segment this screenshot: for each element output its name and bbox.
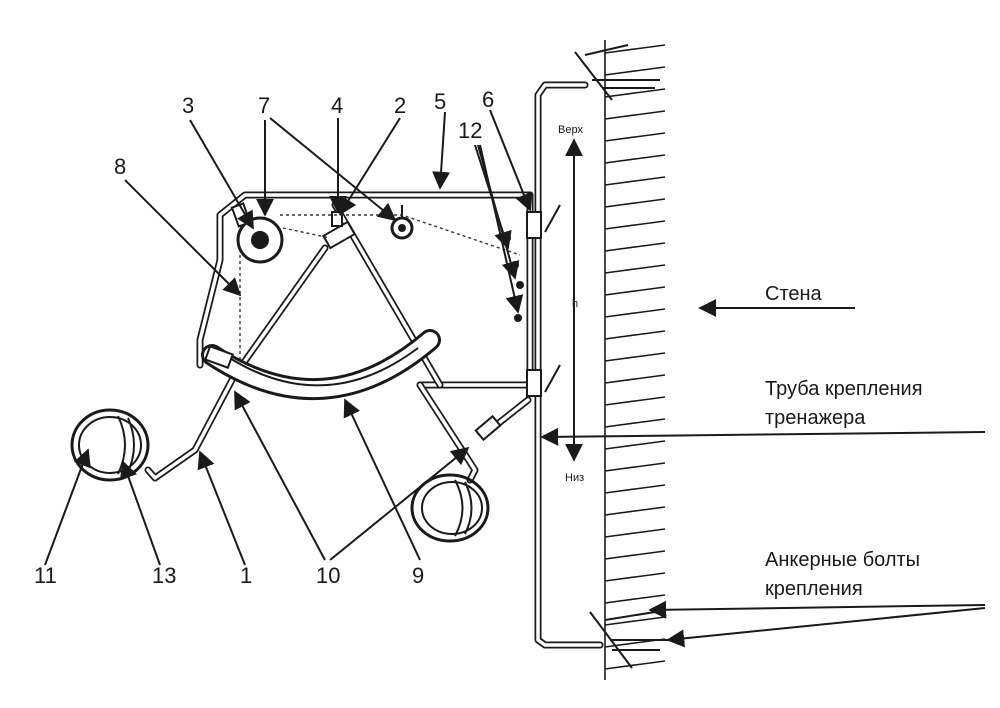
wall-hatching [604,44,666,670]
callout-numbers: 3 7 4 2 5 6 12 8 11 13 1 10 9 [34,87,494,588]
bottom-label: Низ [565,472,584,484]
wall-hatch-line [604,374,666,384]
wall-hatch-line [604,484,666,494]
wall-hatch-line [604,198,666,208]
wall-hatch-line [604,88,666,98]
wall-hatch-line [604,44,666,54]
spring-right [410,473,490,543]
wall-hatch-line [604,132,666,142]
wall-hatch-line [604,462,666,472]
clamp-lower [526,364,561,397]
mounting-tube [534,81,604,649]
wall-hatch-line [604,264,666,274]
wall-hatch-line [604,176,666,186]
wall-hatch-line [604,660,666,670]
callout-8: 8 [114,154,126,179]
callout-5: 5 [434,89,446,114]
wall-hatch-line [604,528,666,538]
anchor-bolts-label-line2: крепления [765,578,863,600]
wall-hatch-line [604,506,666,516]
wall-label: Стена [765,283,823,305]
callout-7: 7 [258,93,270,118]
curved-handle [201,329,441,401]
top-label: Верх [558,124,583,136]
adjuster-fitting [322,211,356,250]
wall-hatch-line [604,154,666,164]
anchor-bolt-top [574,44,660,101]
wall-hatch-line [604,550,666,560]
wall-hatch-line [604,352,666,362]
mount-tube-label-line2: тренажера [765,407,866,429]
callout-9: 9 [412,563,424,588]
external-labels: Стена Труба крепления тренажера Анкерные… [765,283,923,600]
callout-13: 13 [152,563,176,588]
mount-tube-label-line1: Труба крепления [765,378,923,400]
callout-leaders [44,109,533,566]
wall-hatch-line [604,572,666,582]
wall-hatch-line [604,396,666,406]
height-label: h [572,298,578,310]
callout-11: 11 [34,563,57,588]
wall [604,40,666,680]
callout-2: 2 [394,93,406,118]
callout-12: 12 [458,118,482,143]
wall-hatch-line [604,594,666,604]
hinge-left [204,345,234,369]
wall-hatch-line [604,66,666,76]
callout-10: 10 [316,563,340,588]
label-leaders [540,299,986,648]
anchor-bolt-bottom [589,611,675,669]
callout-4: 4 [331,93,343,118]
anchor-bolts-label-line1: Анкерные болты [765,549,920,571]
height-dimension: Верх Низ h [558,124,584,484]
wall-hatch-line [604,110,666,120]
pulley [230,202,284,264]
spring-left [70,408,150,482]
callout-6: 6 [482,87,494,112]
hinge-right [474,414,502,442]
wall-hatch-line [604,418,666,428]
wall-hatch-line [604,220,666,230]
cable [239,214,521,365]
roller [390,205,414,240]
wall-hatch-line [604,242,666,252]
clamp-upper [526,204,561,239]
wall-hatch-line [604,440,666,450]
wall-hatch-line [604,330,666,340]
wall-hatch-line [604,308,666,318]
callout-1: 1 [240,563,252,588]
callout-3: 3 [182,93,194,118]
wall-hatch-line [604,286,666,296]
